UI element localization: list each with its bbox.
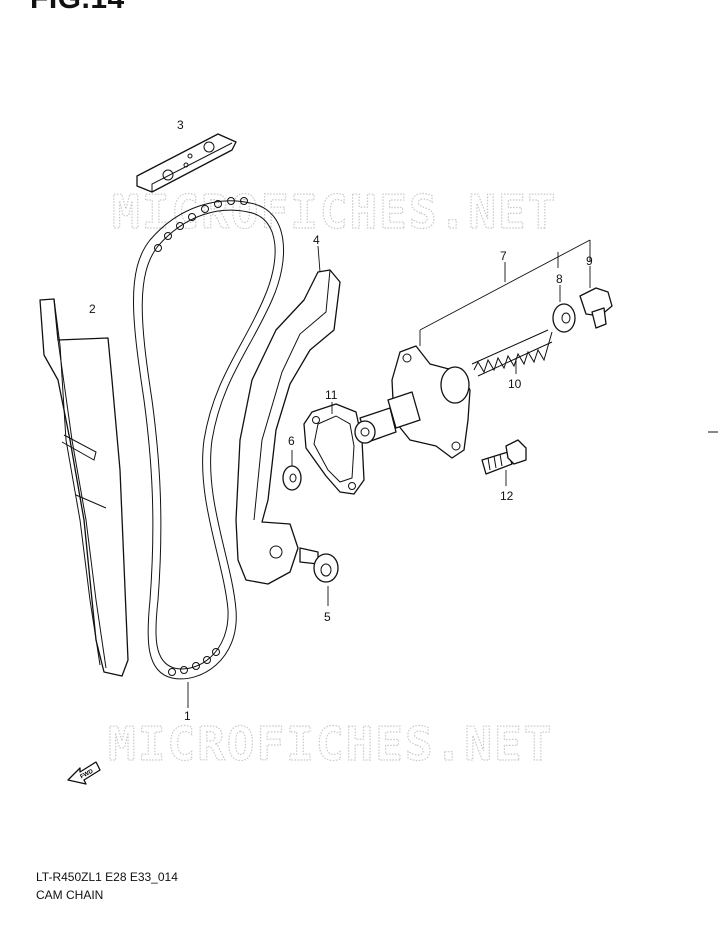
part-2-chain-guide[interactable] — [39, 298, 129, 677]
part-4-tensioner-arm[interactable] — [235, 245, 341, 585]
part-8-washer[interactable] — [552, 285, 576, 333]
watermark-bottom: MICROFICHES.NET — [108, 717, 553, 771]
label-part-5: 5 — [324, 610, 331, 624]
label-part-10: 10 — [508, 377, 522, 391]
label-part-12: 12 — [500, 489, 514, 503]
part-1-cam-chain[interactable] — [133, 197, 285, 709]
part-3-guide-plate[interactable] — [136, 133, 237, 193]
label-part-8: 8 — [556, 272, 563, 286]
label-part-7: 7 — [500, 249, 507, 263]
label-part-2: 2 — [89, 302, 96, 316]
label-part-6: 6 — [288, 434, 295, 448]
figure-title: FIG.14 — [30, 0, 125, 16]
fwd-arrow-icon: FWD — [67, 761, 101, 785]
label-part-11: 11 — [325, 388, 338, 402]
label-part-1: 1 — [184, 709, 191, 723]
section-name: CAM CHAIN — [36, 888, 104, 902]
part-10-spring[interactable] — [471, 329, 553, 377]
part-11-gasket[interactable] — [303, 402, 365, 495]
part-6-washer[interactable] — [282, 450, 302, 491]
label-part-4: 4 — [313, 233, 320, 247]
label-part-3: 3 — [177, 118, 184, 132]
model-code: LT-R450ZL1 E28 E33_014 — [36, 870, 178, 884]
watermark-top: MICROFICHES.NET — [112, 185, 557, 239]
label-part-9: 9 — [586, 254, 593, 268]
part-5-bolt[interactable] — [299, 547, 339, 606]
part-9-cap-bolt[interactable] — [579, 266, 613, 329]
part-7-tensioner-assembly[interactable] — [354, 239, 591, 459]
part-12-bolt[interactable] — [481, 439, 527, 486]
